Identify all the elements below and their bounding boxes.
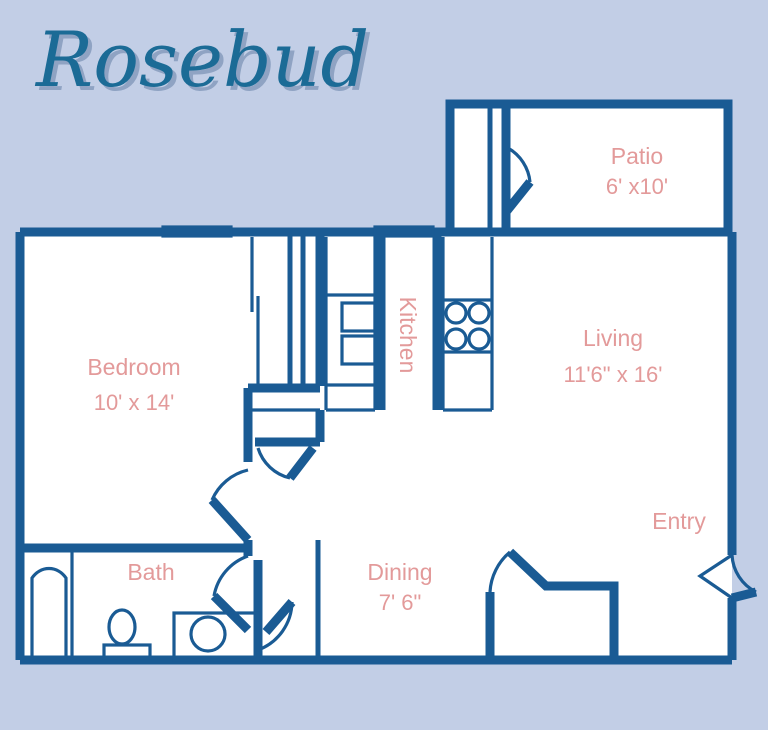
bath-vanity-sink	[189, 615, 227, 653]
stove-burner-2	[467, 301, 491, 325]
patio-floor	[450, 104, 728, 232]
bath-door-arc	[212, 554, 249, 597]
bedroom-window-group	[161, 225, 233, 238]
bath-fixtures	[30, 552, 260, 662]
page-title: Rosebud	[34, 15, 369, 104]
entry-door-jamb	[697, 553, 733, 600]
stove-burner-1	[444, 301, 468, 325]
entry-closet-wall	[506, 548, 619, 660]
room-label-living: Living	[583, 325, 643, 351]
bedroom-closet-walls	[243, 236, 325, 481]
room-dim-patio: 6' x10'	[606, 174, 668, 199]
room-label-bath: Bath	[127, 559, 174, 585]
room-dim-bedroom: 10' x 14'	[94, 390, 175, 415]
dining-door-leaf	[262, 599, 296, 635]
hall-door-arc-1	[210, 468, 249, 501]
bedroom-door-arc	[256, 447, 291, 480]
kitchen-sink-basin-lower	[340, 334, 377, 366]
kitchen-window	[373, 225, 435, 238]
plan-title-group: Rosebud Rosebud	[34, 15, 373, 108]
kitchen-sink-basin-upper	[340, 301, 377, 333]
entry-door-group	[697, 553, 758, 603]
patio-outer-wall	[445, 99, 733, 232]
patio-walls	[445, 99, 733, 232]
entry-door-arc	[730, 554, 757, 594]
room-dim-living: 11'6" x 16'	[564, 362, 663, 387]
bath-toilet-tank	[102, 643, 152, 660]
page-title-shadow: Rosebud	[38, 19, 373, 108]
room-label-bedroom: Bedroom	[87, 354, 180, 380]
room-label-dining: Dining	[367, 559, 432, 585]
room-labels: Patio 6' x10' Living 11'6" x 16' Bedroom…	[87, 143, 706, 615]
kitchen-group	[324, 236, 494, 412]
hall-door-leaf-1	[208, 496, 252, 544]
room-label-patio: Patio	[611, 143, 663, 169]
kitchen-window-group	[373, 225, 435, 238]
bedroom-window	[161, 225, 233, 238]
entry-interior-door	[485, 548, 619, 660]
room-label-kitchen: Kitchen	[395, 297, 421, 374]
room-label-entry: Entry	[652, 508, 706, 534]
entry-door-leaf	[730, 587, 758, 603]
patio-door-arc	[507, 146, 532, 183]
bath-tub	[30, 566, 68, 660]
entry-interior-door-arc	[488, 550, 512, 593]
stove-burner-3	[444, 327, 468, 351]
bedroom-door-leaf	[286, 445, 317, 481]
stove-burner-4	[467, 327, 491, 351]
room-dim-dining: 7' 6"	[379, 590, 422, 615]
patio-door-leaf	[502, 179, 534, 215]
bath-vanity-counter	[172, 611, 260, 662]
